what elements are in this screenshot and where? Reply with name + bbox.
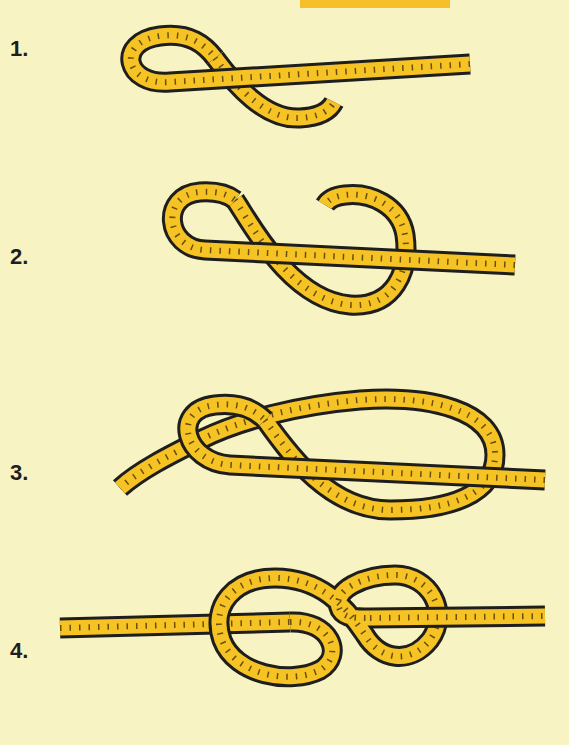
rope-outline bbox=[172, 192, 515, 265]
step-number: 4. bbox=[10, 640, 28, 662]
rope bbox=[60, 622, 290, 628]
rope-outline bbox=[120, 399, 495, 510]
rope bbox=[172, 192, 515, 265]
rope-outline bbox=[60, 622, 290, 628]
rope-outline bbox=[370, 616, 545, 618]
rope-texture bbox=[120, 399, 495, 510]
rope bbox=[131, 35, 470, 82]
rope-texture bbox=[172, 192, 515, 265]
rope bbox=[120, 399, 495, 510]
step-number: 3. bbox=[10, 462, 28, 484]
rope-step-1 bbox=[131, 35, 470, 118]
rope-texture bbox=[131, 35, 470, 82]
step-number: 2. bbox=[10, 246, 28, 268]
rope bbox=[188, 404, 545, 480]
rope bbox=[370, 616, 545, 618]
rope-outline bbox=[131, 35, 470, 82]
rope-texture bbox=[188, 404, 545, 480]
rope-texture bbox=[370, 616, 545, 618]
rope-step-4 bbox=[60, 575, 545, 677]
highlight-bar bbox=[300, 0, 450, 8]
rope-outline bbox=[188, 404, 545, 480]
rope-texture bbox=[60, 622, 290, 628]
step-number: 1. bbox=[10, 38, 28, 60]
rope-step-3 bbox=[120, 399, 545, 510]
rope-step-2 bbox=[172, 192, 515, 305]
